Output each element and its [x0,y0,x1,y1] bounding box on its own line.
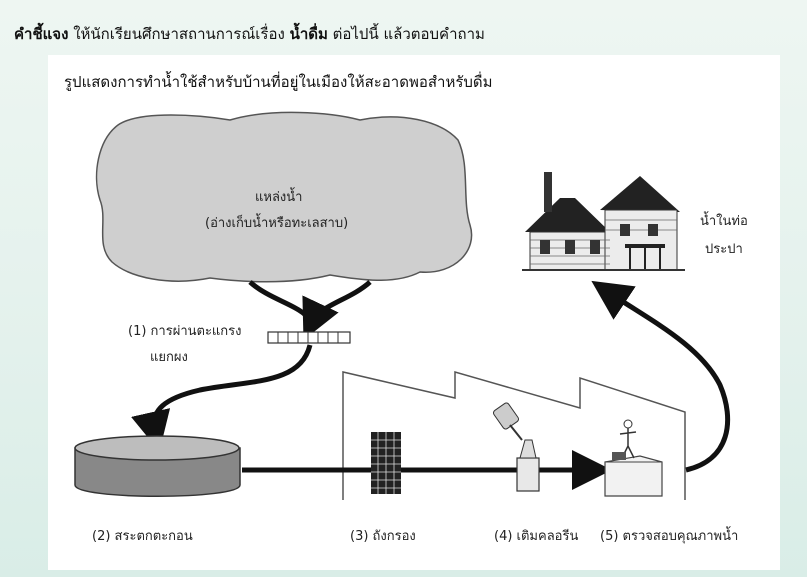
tap-water-label: น้ำในท่อ [700,214,748,229]
funnel-arrow [248,280,313,322]
instruction-tail: ต่อไปนี้ แล้วตอบคำถาม [327,25,485,43]
water-source-label: แหล่งน้ำ [255,190,303,205]
diagram-title: รูปแสดงการทำน้ำใช้สำหรับบ้านที่อยู่ในเมื… [64,73,493,91]
house [522,172,685,271]
instruction-text: คำชี้แจง ให้นักเรียนศึกษาสถานการณ์เรื่อง… [14,22,485,46]
instruction-label: คำชี้แจง [14,25,69,43]
quality-check-station [604,419,663,497]
filter-tank [371,432,401,494]
step2-label: (2) สระตกตะกอน [92,529,193,544]
instruction-body: ให้นักเรียนศึกษาสถานการณ์เรื่อง [68,25,290,43]
step1-label: (1) การผ่านตะแกรง [128,324,242,339]
chlorine-device [492,402,540,492]
water-source-cloud [95,111,473,283]
step4-label: (4) เติมคลอรีน [494,529,579,544]
funnel-arrow-right [302,280,372,341]
step1-sublabel: แยกผง [150,350,188,365]
screen-strip [267,331,351,344]
settling-pool [74,435,241,497]
flow-arrow-to-pool [131,344,313,452]
water-source-sublabel: (อ่างเก็บน้ำหรือทะเลสาบ) [205,216,349,231]
flow-arrow-to-house [591,280,731,473]
instruction-topic: น้ำดื่ม [289,25,328,43]
step5-label: (5) ตรวจสอบคุณภาพน้ำ [600,529,739,544]
tap-water-sublabel: ประปา [705,242,743,257]
step3-label: (3) ถังกรอง [350,529,416,544]
